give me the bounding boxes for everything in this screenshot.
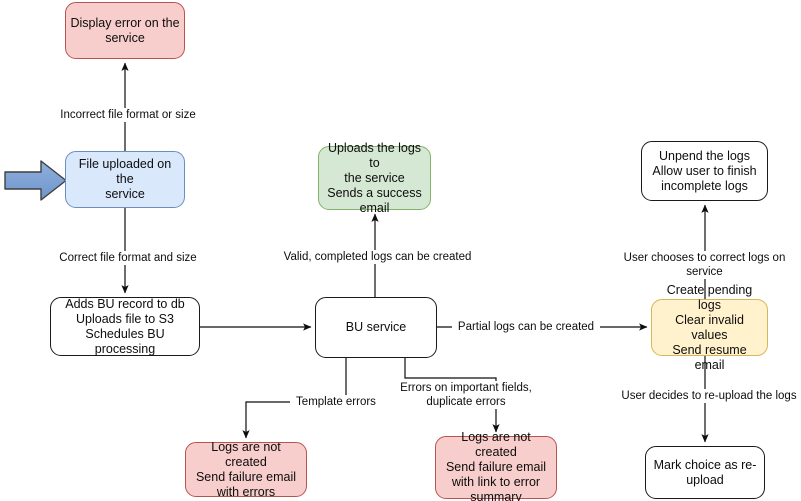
edge-label-user-reuploads-logs: User decides to re-upload the logs <box>617 389 801 403</box>
edge-label-important-field-errors: Errors on important fields, duplicate er… <box>390 381 542 409</box>
node-display-error[interactable]: Display error on the service <box>65 2 185 59</box>
node-uploads-logs-success[interactable]: Uploads the logs to the service Sends a … <box>318 141 431 215</box>
edge-label-template-errors: Template errors <box>290 395 382 409</box>
node-bu-service[interactable]: BU service <box>315 297 437 358</box>
edge-label-partial-logs: Partial logs can be created <box>452 320 600 334</box>
node-logs-not-created-with-errors[interactable]: Logs are not created Send failure email … <box>185 440 307 499</box>
entry-block-arrow <box>4 160 67 201</box>
edge-label-valid-completed-logs: Valid, completed logs can be created <box>277 250 478 264</box>
node-adds-bu-record[interactable]: Adds BU record to db Uploads file to S3 … <box>50 297 200 356</box>
node-file-uploaded-on-service[interactable]: File uploaded on the service <box>65 151 185 208</box>
edge-label-user-corrects-logs: User chooses to correct logs on service <box>604 251 801 279</box>
node-create-pending-logs[interactable]: Create pending logs Clear invalid values… <box>651 283 768 372</box>
node-logs-not-created-error-summary[interactable]: Logs are not created Send failure email … <box>435 430 557 501</box>
node-mark-choice-as-reupload[interactable]: Mark choice as re- upload <box>645 446 765 499</box>
edge-label-incorrect-file-format: Incorrect file format or size <box>48 108 208 122</box>
edge-label-correct-file-format: Correct file format and size <box>50 251 206 265</box>
node-unpend-logs[interactable]: Unpend the logs Allow user to finish inc… <box>641 141 768 201</box>
